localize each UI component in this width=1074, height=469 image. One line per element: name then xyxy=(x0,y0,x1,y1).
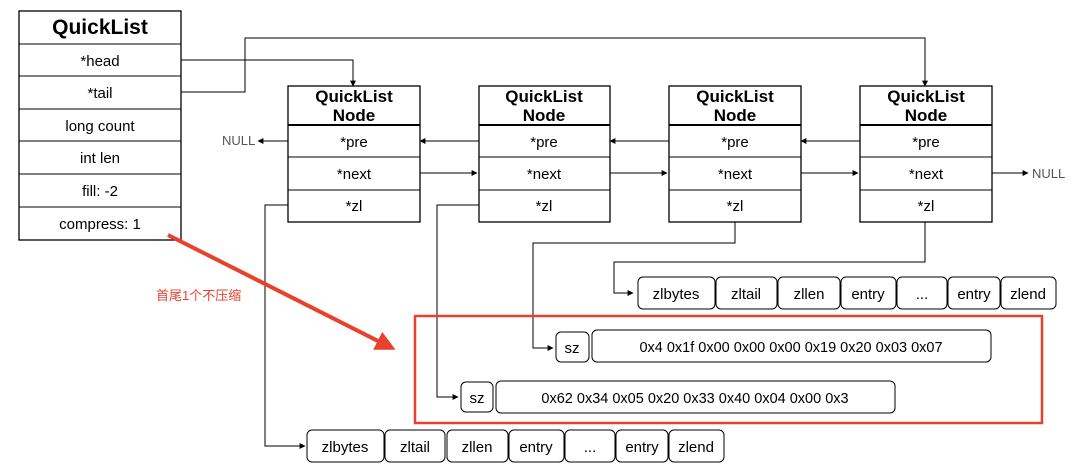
node-field-zl: *zl xyxy=(918,198,935,215)
node-title-line1: QuickList xyxy=(696,87,774,106)
ziplist-cell xyxy=(1000,276,1057,310)
compressed-bytes-cell xyxy=(495,380,896,414)
ziplist-cell-label: zlbytes xyxy=(653,286,700,303)
ziplist-cell xyxy=(446,429,509,463)
node-field-next: *next xyxy=(909,166,944,183)
compressed-sz-label: sz xyxy=(565,340,580,357)
ziplist-top: zlbytes zltail zllen entry ... entry zle… xyxy=(637,276,1057,310)
ziplist-cell-label: entry xyxy=(851,286,885,303)
node1-zl-arrow xyxy=(264,204,306,449)
ziplist-cell xyxy=(306,429,385,463)
ziplist-cell-label: entry xyxy=(519,439,553,456)
compressed-highlight-box xyxy=(413,314,1044,425)
quicklist-title: QuickList xyxy=(52,16,148,39)
ziplist-cell xyxy=(564,429,616,463)
quicklist-field-count: long count xyxy=(65,118,135,135)
compressed-bytes-label: 0x62 0x34 0x05 0x20 0x33 0x40 0x04 0x00 … xyxy=(541,391,848,407)
quicklist-node-4: QuickList Node *pre *next *zl xyxy=(859,85,993,223)
quicklist-field-len: int len xyxy=(80,150,120,167)
node-title-line1: QuickList xyxy=(887,87,965,106)
null-right-label: NULL xyxy=(1032,166,1065,181)
ziplist-cell-label: entry xyxy=(957,286,991,303)
ziplist-cell xyxy=(777,276,841,310)
node-title-line1: QuickList xyxy=(505,87,583,106)
compressed-sz-cell xyxy=(460,381,494,413)
ziplist-cell-label: zlbytes xyxy=(322,439,369,456)
node-title-line2: Node xyxy=(523,106,566,125)
node-field-next: *next xyxy=(718,166,753,183)
ziplist-cell-label: zlend xyxy=(678,439,714,456)
ziplist-cell-label: entry xyxy=(625,439,659,456)
connectors xyxy=(181,37,1029,449)
ziplist-cell xyxy=(947,276,1001,310)
compressed-sz-label: sz xyxy=(470,390,485,407)
ziplist-cell-label: zllen xyxy=(794,286,825,303)
ziplist-cell xyxy=(668,429,725,463)
quicklist-field-tail: *tail xyxy=(87,85,112,102)
node3-zl-arrow xyxy=(532,222,736,351)
node-title-line2: Node xyxy=(333,106,376,125)
tail-pointer-arrow xyxy=(181,37,928,93)
compressed-bytes-label: 0x4 0x1f 0x00 0x00 0x00 0x19 0x20 0x03 0… xyxy=(639,340,942,356)
quicklist-field-compress: compress: 1 xyxy=(59,216,141,233)
ziplist-cell xyxy=(637,276,716,310)
ziplist-cell xyxy=(384,429,446,463)
node-field-pre: *pre xyxy=(530,134,558,151)
head-pointer-arrow xyxy=(181,59,356,87)
quicklist-field-head: *head xyxy=(80,53,119,70)
annotation-label: 首尾1个不压缩 xyxy=(156,288,241,303)
ziplist-bottom: zlbytes zltail zllen entry ... entry zle… xyxy=(306,429,725,463)
ziplist-cell-label: zltail xyxy=(731,286,761,303)
node-title-line2: Node xyxy=(714,106,757,125)
quicklist-field-fill: fill: -2 xyxy=(82,183,118,200)
ziplist-cell xyxy=(715,276,778,310)
ziplist-cell xyxy=(615,429,669,463)
node-field-next: *next xyxy=(337,166,372,183)
node2-zl-arrow xyxy=(436,204,479,400)
null-left-label: NULL xyxy=(222,133,255,148)
ziplist-cell-label: zltail xyxy=(400,439,430,456)
quicklist-struct: QuickList *head *tail long count int len… xyxy=(18,10,182,241)
node-field-zl: *zl xyxy=(727,198,744,215)
ziplist-cell-label: ... xyxy=(584,439,597,456)
quicklist-node-1: QuickList Node *pre *next *zl xyxy=(287,85,421,223)
quicklist-node-3: QuickList Node *pre *next *zl xyxy=(668,85,802,223)
compressed-ziplist-node3: sz 0x4 0x1f 0x00 0x00 0x00 0x19 0x20 0x0… xyxy=(555,329,992,363)
node-field-pre: *pre xyxy=(721,134,749,151)
compressed-bytes-cell xyxy=(591,329,992,363)
compressed-ziplist-node2: sz 0x62 0x34 0x05 0x20 0x33 0x40 0x04 0x… xyxy=(460,380,896,414)
node-field-next: *next xyxy=(527,166,562,183)
quicklist-node-2: QuickList Node *pre *next *zl xyxy=(478,85,611,223)
ziplist-cell xyxy=(508,429,565,463)
annotation-arrow xyxy=(167,233,396,350)
node-field-pre: *pre xyxy=(912,134,940,151)
ziplist-cell-label: zlend xyxy=(1010,286,1046,303)
ziplist-cell-label: ... xyxy=(916,286,929,303)
node-title-line2: Node xyxy=(905,106,948,125)
node-title-line1: QuickList xyxy=(315,87,393,106)
node-field-zl: *zl xyxy=(536,198,553,215)
node-field-zl: *zl xyxy=(346,198,363,215)
compressed-sz-cell xyxy=(555,331,590,363)
node-field-pre: *pre xyxy=(340,134,368,151)
compression-annotation: 首尾1个不压缩 xyxy=(156,233,1044,425)
ziplist-cell xyxy=(896,276,948,310)
ziplist-cell xyxy=(840,276,897,310)
ziplist-cell-label: zllen xyxy=(462,439,493,456)
node4-zl-arrow xyxy=(613,222,926,296)
